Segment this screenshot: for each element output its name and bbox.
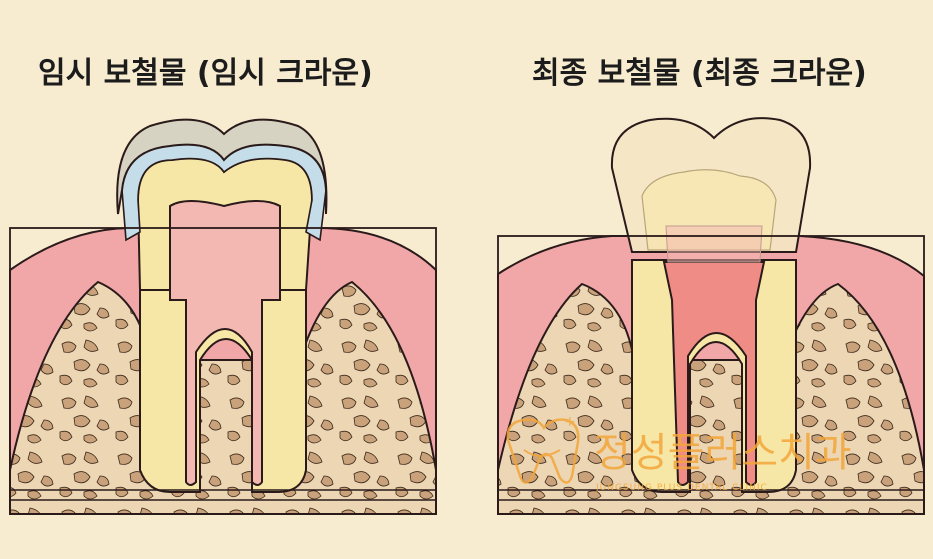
pulp [662, 261, 766, 486]
panel-temporary-crown [9, 118, 437, 515]
jaw-bone [9, 280, 437, 515]
jaw-bone [497, 282, 925, 515]
svg-text:+: + [564, 414, 576, 430]
tooth-logo-icon: + [506, 414, 580, 484]
clinic-watermark: + 정성플러스치과 JUNGSUNG PLUS DENTAL CLINIC [506, 414, 852, 493]
temporary-crown [116, 118, 328, 215]
watermark-clinic-name: 정성플러스치과 [594, 430, 852, 476]
watermark-clinic-subtitle: JUNGSUNG PLUS DENTAL CLINIC [595, 483, 768, 493]
panel-title-temporary-crown: 임시 보철물 (임시 크라운) [38, 56, 373, 91]
tooth-root [139, 249, 307, 493]
pulp [169, 200, 281, 486]
panel-final-crown [497, 117, 925, 515]
panel-title-final-crown: 최종 보철물 (최종 크라운) [532, 56, 867, 91]
